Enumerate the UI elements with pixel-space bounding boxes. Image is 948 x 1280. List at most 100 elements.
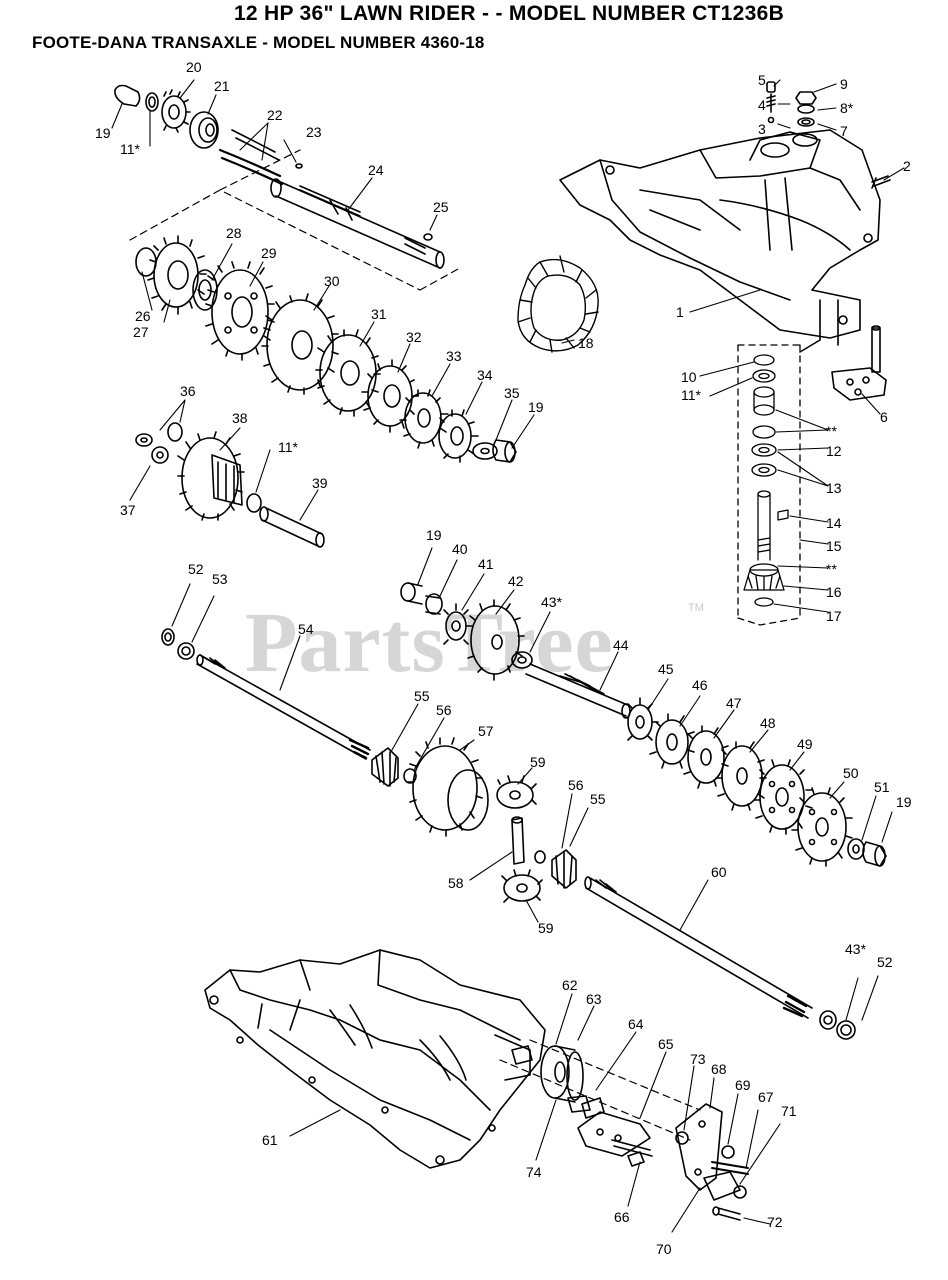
callout-70: 70 (656, 1241, 672, 1257)
callout-40: 40 (452, 541, 468, 557)
callout-38: 38 (232, 410, 248, 426)
shaft-group-dashed-frame (129, 149, 461, 291)
callout-36: 36 (180, 383, 196, 399)
left-axle-group (161, 628, 371, 760)
callout-71: 71 (781, 1103, 797, 1119)
callout-9: 9 (840, 76, 848, 92)
callout-35: 35 (504, 385, 520, 401)
callout-19-intermediate: 19 (426, 527, 442, 543)
callout-11-housing: 11* (681, 387, 701, 403)
callout-5: 5 (758, 72, 766, 88)
housing-fasteners (766, 81, 891, 189)
callout-43-intermediate: 43* (541, 594, 563, 610)
lower-gear-row (627, 697, 887, 867)
callout-48: 48 (760, 715, 776, 731)
callout-64: 64 (628, 1016, 644, 1032)
callout-17: 17 (826, 608, 842, 624)
callout-29: 29 (261, 245, 277, 261)
callout-39: 39 (312, 475, 328, 491)
callout-double-star-lower: ** (826, 561, 837, 577)
callout-13: 13 (826, 480, 842, 496)
callout-68: 68 (711, 1061, 727, 1077)
callout-42: 42 (508, 573, 524, 589)
callout-30: 30 (324, 273, 340, 289)
callout-61: 61 (262, 1132, 278, 1148)
callout-65: 65 (658, 1036, 674, 1052)
callout-47: 47 (726, 695, 742, 711)
callout-14: 14 (826, 515, 842, 531)
intermediate-gear-group (400, 582, 533, 681)
callout-2: 2 (903, 158, 911, 174)
callout-63: 63 (586, 991, 602, 1007)
callout-4: 4 (758, 97, 766, 113)
callout-41: 41 (478, 556, 494, 572)
diagram-subtitle: FOOTE-DANA TRANSAXLE - MODEL NUMBER 4360… (32, 33, 485, 52)
callout-25: 25 (433, 199, 449, 215)
callout-43-right-axle: 43* (845, 941, 867, 957)
upper-transaxle-housing (559, 129, 881, 353)
callout-52-right-axle: 52 (877, 954, 893, 970)
callout-19-lower: 19 (896, 794, 912, 810)
callout-33: 33 (446, 348, 462, 364)
callout-28: 28 (226, 225, 242, 241)
callout-24: 24 (368, 162, 384, 178)
callout-10: 10 (681, 369, 697, 385)
callout-55-left: 55 (414, 688, 430, 704)
watermark-trademark: TM (688, 602, 704, 614)
callout-1: 1 (676, 304, 684, 320)
callout-double-star-upper: ** (826, 423, 837, 439)
callout-52-left-axle: 52 (188, 561, 204, 577)
callout-55-right: 55 (590, 791, 606, 807)
callout-37: 37 (120, 502, 136, 518)
callout-66: 66 (614, 1209, 630, 1225)
right-axle-group (584, 876, 856, 1040)
callout-3: 3 (758, 121, 766, 137)
callout-56-left: 56 (436, 702, 452, 718)
callout-leader-lines (111, 79, 905, 1233)
callout-11-shaft: 11* (120, 141, 140, 157)
shifter-stack (737, 344, 801, 626)
callout-69: 69 (735, 1077, 751, 1093)
callout-19-upper: 19 (95, 125, 111, 141)
callout-20: 20 (186, 59, 202, 75)
callout-45: 45 (658, 661, 674, 677)
callout-19-gear-row: 19 (528, 399, 544, 415)
upper-gear-row (135, 235, 517, 463)
callout-7: 7 (840, 123, 848, 139)
partstree-watermark: PartsTree (245, 594, 614, 690)
callout-31: 31 (371, 306, 387, 322)
lower-transaxle-housing (204, 949, 546, 1169)
callout-8: 8* (840, 100, 854, 116)
callout-59-lower: 59 (538, 920, 554, 936)
callout-59-upper: 59 (530, 754, 546, 770)
callout-6: 6 (880, 409, 888, 425)
callout-51: 51 (874, 779, 890, 795)
callout-67: 67 (758, 1089, 774, 1105)
drive-chain (517, 255, 599, 353)
callout-54: 54 (298, 621, 314, 637)
callout-16: 16 (826, 584, 842, 600)
callout-34: 34 (477, 367, 493, 383)
callout-46: 46 (692, 677, 708, 693)
callout-18: 18 (578, 335, 594, 351)
callout-56-right: 56 (568, 777, 584, 793)
callout-11-countershaft: 11* (278, 439, 298, 455)
callout-44: 44 (613, 637, 629, 653)
callout-50: 50 (843, 765, 859, 781)
brake-assembly-group (511, 1045, 749, 1221)
callout-32: 32 (406, 329, 422, 345)
callout-21: 21 (214, 78, 230, 94)
shift-bracket (831, 325, 887, 401)
callout-57: 57 (478, 723, 494, 739)
callout-53: 53 (212, 571, 228, 587)
callout-73: 73 (690, 1051, 706, 1067)
shaft-44 (525, 663, 631, 719)
callout-12: 12 (826, 443, 842, 459)
differential-group (371, 737, 577, 903)
callout-72: 72 (767, 1214, 783, 1230)
callout-27: 27 (133, 324, 149, 340)
callout-22: 22 (267, 107, 283, 123)
callout-49: 49 (797, 736, 813, 752)
callout-26: 26 (135, 308, 151, 324)
